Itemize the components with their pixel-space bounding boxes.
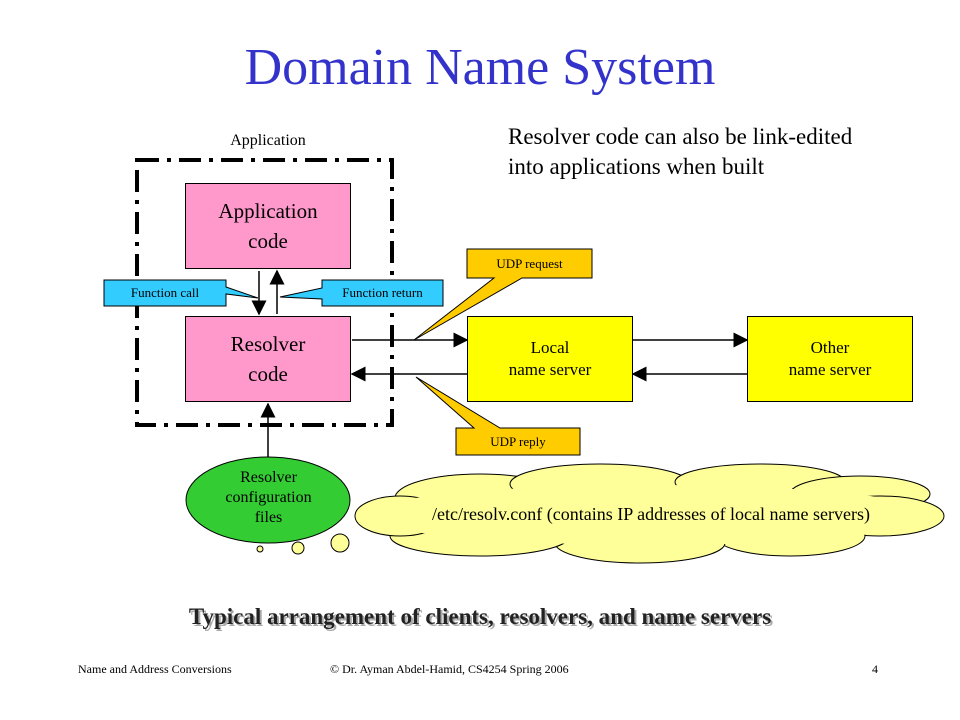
other-name-server-box: Other name server [747,316,913,402]
config-line2: configuration [225,489,312,506]
application-code-box: Application code [185,183,351,269]
udp-request-label: UDP request [496,255,563,271]
thought-bubble-small [256,545,264,553]
page-title: Domain Name System [244,39,716,96]
config-cloud [354,463,945,564]
function-return-callout [279,279,444,307]
application-code-line1: Application [218,199,318,223]
other-server-line2: name server [788,360,872,379]
function-call-callout [103,279,259,307]
config-line1: Resolver [240,469,297,486]
other-server-line1: Other [810,338,850,357]
thought-bubble-large [330,533,350,553]
resolver-code-line2: code [248,362,288,386]
config-files-ellipse [185,456,351,544]
resolver-code-box: Resolver code [185,316,351,402]
side-note: Resolver code can also be link-edited in… [508,122,888,182]
function-return-label: Function return [342,285,423,300]
udp-reply-label: UDP reply [490,433,546,449]
local-server-line1: Local [530,338,570,357]
config-line3: files [254,509,283,526]
function-call-label: Function call [130,285,200,300]
application-code-line2: code [248,229,288,253]
local-name-server-box: Local name server [467,316,633,402]
udp-reply-callout [415,376,581,456]
application-label: Application [230,132,306,149]
udp-request-callout [413,248,593,341]
config-files-label: Resolver configuration files [186,468,351,528]
footer-center: © Dr. Ayman Abdel-Hamid, CS4254 Spring 2… [330,662,569,676]
footer-left: Name and Address Conversions [78,662,232,676]
thought-bubble-medium [291,541,305,555]
diagram-caption: Typical arrangement of clients, resolver… [188,604,772,629]
local-server-line2: name server [508,360,592,379]
footer-page-number: 4 [872,662,878,676]
resolv-conf-text: /etc/resolv.conf (contains IP addresses … [431,504,870,524]
resolver-code-line1: Resolver [230,332,306,356]
side-note-text: Resolver code can also be link-edited in… [508,124,853,179]
